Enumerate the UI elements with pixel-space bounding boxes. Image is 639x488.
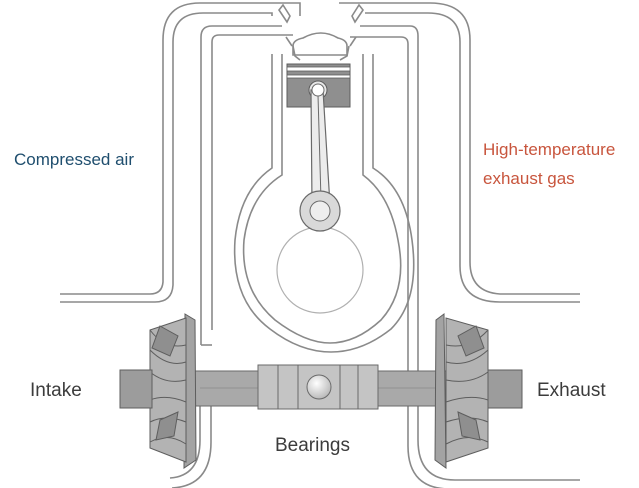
exhaust-gas-duct: [169, 2, 580, 488]
compressed-air-label: Compressed air: [14, 150, 134, 169]
engine-block: [233, 32, 415, 353]
exhaust-label: Exhaust: [537, 380, 606, 401]
bearing-housing-icon: [257, 364, 379, 410]
intake-label: Intake: [30, 380, 82, 401]
compressor-wheel-icon: [119, 313, 197, 469]
bearings-label: Bearings: [275, 435, 350, 456]
high-temperature-label-line2: exhaust gas: [483, 169, 575, 188]
turbine-wheel-icon: [434, 313, 523, 469]
valves: [278, 3, 364, 61]
connecting-rod-icon: [310, 83, 331, 206]
high-temperature-label-line1: High-temperature: [483, 140, 616, 159]
high-temperature-exhaust-gas-label: High-temperature exhaust gas: [483, 135, 615, 193]
compressed-air-duct: [60, 2, 301, 346]
crankshaft-icon: [299, 190, 341, 232]
